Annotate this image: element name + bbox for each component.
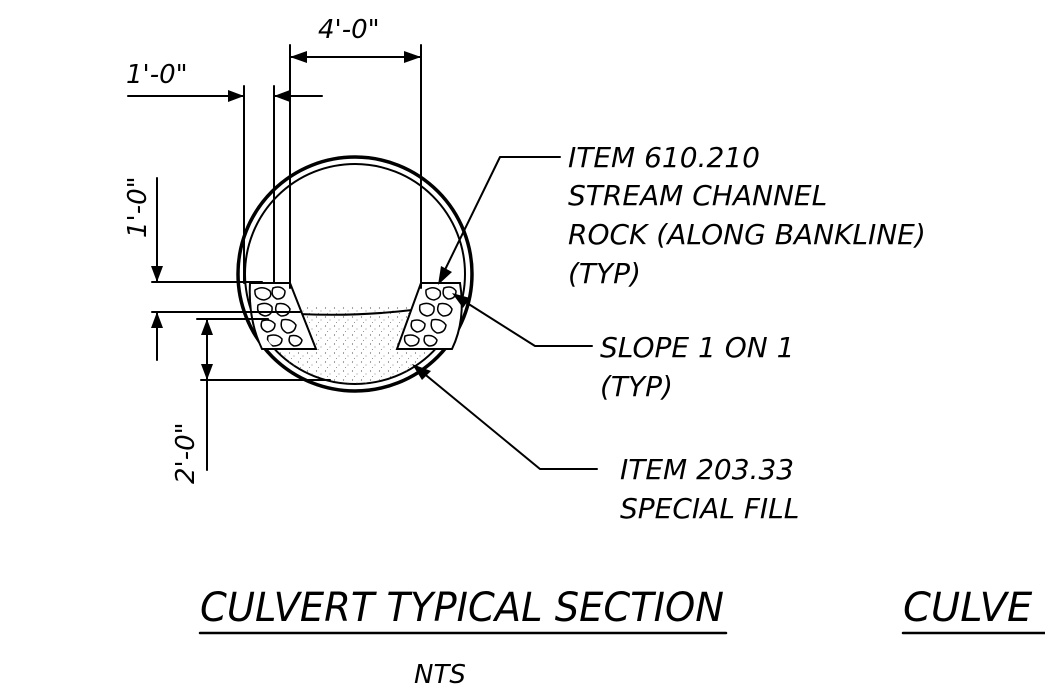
callout-slope-line-1: SLOPE 1 ON 1 <box>600 331 794 364</box>
dimension-fill-depth <box>196 318 331 471</box>
callout-rock-line-2: STREAM CHANNEL <box>568 179 827 212</box>
dimension-rock-height <box>151 177 301 361</box>
leader-fill <box>412 364 598 470</box>
leader-slope <box>452 293 593 347</box>
leader-rock <box>438 156 561 285</box>
callout-fill-line-2: SPECIAL FILL <box>620 492 799 525</box>
dimension-rock-width <box>127 85 323 284</box>
dim-text-rock-width: 1'-0" <box>126 60 188 90</box>
callout-rock-line-4: (TYP) <box>568 257 641 290</box>
callout-fill-line-1: ITEM 203.33 <box>620 453 794 486</box>
callout-rock-line-1: ITEM 610.210 <box>568 141 760 174</box>
dim-text-fill-depth: 2'-0" <box>171 422 201 484</box>
callout-fill: ITEM 203.33 SPECIAL FILL <box>620 453 799 525</box>
rock-right <box>395 282 463 350</box>
rock-left <box>248 282 318 350</box>
callout-rock: ITEM 610.210 STREAM CHANNEL ROCK (ALONG … <box>568 141 926 290</box>
section-title-2-partial: CULVE <box>903 585 1033 631</box>
callout-rock-line-3: ROCK (ALONG BANKLINE) <box>568 218 926 251</box>
callout-slope-line-2: (TYP) <box>600 370 673 403</box>
dim-text-rock-height: 1'-0" <box>123 176 153 238</box>
dimension-top-width <box>289 44 422 289</box>
callout-slope: SLOPE 1 ON 1 (TYP) <box>600 331 794 403</box>
section-title: CULVERT TYPICAL SECTION <box>200 585 724 631</box>
dim-text-top-width: 4'-0" <box>318 15 380 45</box>
scale-note: NTS <box>414 660 466 690</box>
